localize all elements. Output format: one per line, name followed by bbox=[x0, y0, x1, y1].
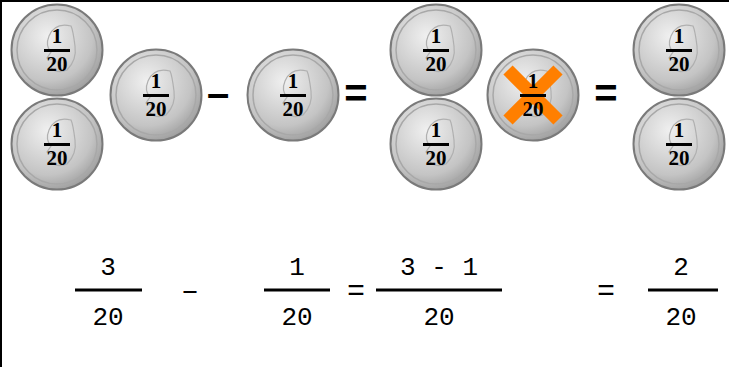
fraction-bar bbox=[520, 94, 546, 97]
operator-sign: = bbox=[597, 277, 615, 307]
fraction-term: 20 bbox=[665, 305, 696, 331]
coin: 120 bbox=[632, 3, 726, 97]
fraction-term: 20 bbox=[423, 305, 454, 331]
coin-numerator: 1 bbox=[288, 70, 299, 92]
coin-fraction: 120 bbox=[10, 97, 104, 191]
operator-sign: = bbox=[344, 73, 367, 113]
coin-fraction: 120 bbox=[486, 48, 580, 142]
operator-sign: = bbox=[347, 277, 365, 307]
coin-numerator: 1 bbox=[151, 70, 162, 92]
coin-denominator: 20 bbox=[669, 147, 690, 169]
coin-numerator: 1 bbox=[52, 25, 63, 47]
coin-denominator: 20 bbox=[283, 98, 304, 120]
fraction-bar bbox=[376, 289, 502, 292]
fraction-bar bbox=[143, 94, 169, 97]
coin-fraction: 120 bbox=[632, 3, 726, 97]
fraction-term: 20 bbox=[281, 305, 312, 331]
coin-denominator: 20 bbox=[669, 53, 690, 75]
coin: 120 bbox=[109, 48, 203, 142]
fraction-bar bbox=[44, 143, 70, 146]
fraction-bar bbox=[423, 143, 449, 146]
operator-sign: = bbox=[594, 73, 617, 113]
coin-numerator: 1 bbox=[431, 119, 442, 141]
fraction-bar bbox=[44, 49, 70, 52]
coin-numerator: 1 bbox=[528, 70, 539, 92]
coin-fraction: 120 bbox=[10, 3, 104, 97]
coin-denominator: 20 bbox=[426, 147, 447, 169]
coin: 120 bbox=[486, 48, 580, 142]
fraction-term: 20 bbox=[92, 305, 123, 331]
coin-fraction: 120 bbox=[246, 48, 340, 142]
coin-denominator: 20 bbox=[146, 98, 167, 120]
coin-denominator: 20 bbox=[523, 98, 544, 120]
coin: 120 bbox=[10, 97, 104, 191]
coin-fraction: 120 bbox=[389, 3, 483, 97]
fraction-bar bbox=[648, 289, 718, 292]
fraction-term: 3 bbox=[100, 255, 116, 281]
operator-sign: – bbox=[207, 73, 229, 113]
fraction-bar bbox=[423, 49, 449, 52]
fraction-term: 3 - 1 bbox=[400, 255, 478, 281]
coin-numerator: 1 bbox=[431, 25, 442, 47]
coin-denominator: 20 bbox=[426, 53, 447, 75]
frame-line bbox=[0, 0, 2, 367]
coin: 120 bbox=[389, 97, 483, 191]
frame-line bbox=[0, 0, 729, 2]
coin-fraction: 120 bbox=[109, 48, 203, 142]
coin-denominator: 20 bbox=[47, 53, 68, 75]
coin: 120 bbox=[246, 48, 340, 142]
coin-numerator: 1 bbox=[674, 119, 685, 141]
fraction-bar bbox=[264, 289, 330, 292]
coin-denominator: 20 bbox=[47, 147, 68, 169]
coin-numerator: 1 bbox=[52, 119, 63, 141]
coin-numerator: 1 bbox=[674, 25, 685, 47]
coin: 120 bbox=[10, 3, 104, 97]
coin-fraction: 120 bbox=[389, 97, 483, 191]
coin-fraction: 120 bbox=[632, 97, 726, 191]
coin: 120 bbox=[632, 97, 726, 191]
fraction-bar bbox=[75, 289, 142, 292]
fraction-term: 1 bbox=[289, 255, 305, 281]
fraction-term: 2 bbox=[673, 255, 689, 281]
fraction-bar bbox=[280, 94, 306, 97]
fraction-bar bbox=[666, 143, 692, 146]
fraction-bar bbox=[666, 49, 692, 52]
coin: 120 bbox=[389, 3, 483, 97]
operator-sign: – bbox=[181, 277, 199, 307]
